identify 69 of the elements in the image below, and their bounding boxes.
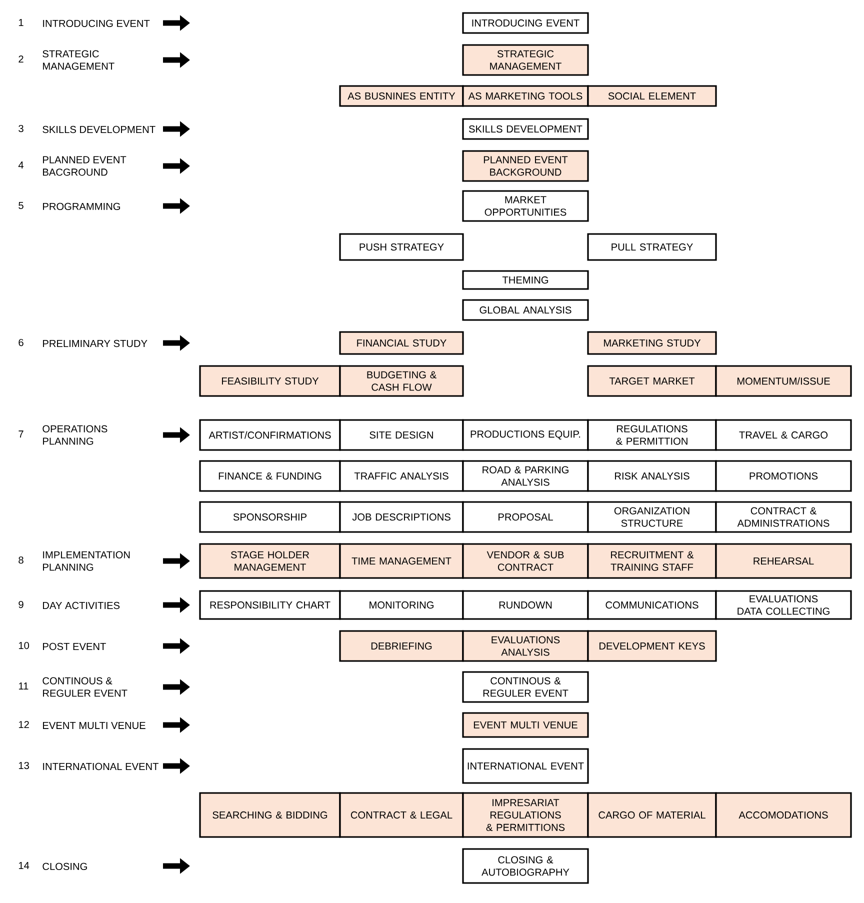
highlighted-box: PLANNED EVENT BACKGROUND	[462, 150, 589, 182]
highlighted-box: ACCOMODATIONS	[715, 792, 852, 838]
process-box: TRAFFIC ANALYSIS	[339, 460, 464, 492]
step-label: 7 OPERATIONS PLANNING	[18, 425, 108, 445]
highlighted-box: MOMENTUM/ISSUE	[715, 365, 852, 397]
highlighted-box: TARGET MARKET	[587, 365, 717, 397]
highlighted-box: BUDGETING & CASH FLOW	[339, 365, 464, 397]
highlighted-box: TIME MANAGEMENT	[339, 543, 464, 579]
process-box: MARKET OPPORTUNITIES	[462, 190, 589, 222]
highlighted-box: DEBRIEFING	[339, 630, 464, 662]
step-label: 6 PRELIMINARY STUDY	[18, 338, 148, 348]
process-box: REGULATIONS & PERMITTION	[587, 419, 717, 451]
highlighted-box: STRATEGIC MANAGEMENT	[462, 44, 589, 76]
step-label: 2 STRATEGIC MANAGEMENT	[18, 50, 114, 70]
highlighted-box: AS MARKETING TOOLS	[462, 85, 589, 107]
highlighted-box: REHEARSAL	[715, 543, 852, 579]
highlighted-box: MARKETING STUDY	[587, 331, 717, 355]
process-box: TRAVEL & CARGO	[715, 419, 852, 451]
process-box: FINANCE & FUNDING	[199, 460, 341, 492]
step-label: 4 PLANNED EVENT BACGROUND	[18, 156, 126, 176]
process-box: CONTINOUS & REGULER EVENT	[462, 671, 589, 703]
highlighted-box: RECRUITMENT & TRAINING STAFF	[587, 543, 717, 579]
process-box: CONTRACT & ADMINISTRATIONS	[715, 501, 852, 533]
process-box: ROAD & PARKING ANALYSIS	[462, 460, 589, 492]
process-box: RESPONSIBILITY CHART	[199, 590, 341, 620]
step-label: 5 PROGRAMMING	[18, 202, 120, 210]
highlighted-box: CONTRACT & LEGAL	[339, 792, 464, 838]
process-box: COMMUNICATIONS	[587, 590, 717, 620]
process-box: EVALUATIONS DATA COLLECTING	[715, 590, 852, 620]
process-box: THEMING	[462, 270, 589, 290]
process-box: PROMOTIONS	[715, 460, 852, 492]
process-box: GLOBAL ANALYSIS	[462, 299, 589, 321]
step-label: 1 INTRODUCING EVENT	[18, 19, 150, 28]
highlighted-box: FEASIBILITY STUDY	[199, 365, 341, 397]
process-box: ARTIST/CONFIRMATIONS	[199, 419, 341, 451]
process-box: RUNDOWN	[462, 590, 589, 620]
highlighted-box: EVENT MULTI VENUE	[462, 712, 589, 738]
step-label: 13 INTERNATIONAL EVENT	[18, 762, 158, 770]
highlighted-box: SEARCHING & BIDDING	[199, 792, 341, 838]
step-label: 3 SKILLS DEVELOPMENT	[18, 124, 156, 134]
process-box: PRODUCTIONS EQUIP.	[462, 419, 589, 451]
process-box: JOB DESCRIPTIONS	[339, 501, 464, 533]
highlighted-box: IMPRESARIAT REGULATIONS & PERMITTIONS	[462, 792, 589, 838]
process-box: INTRODUCING EVENT	[462, 12, 589, 34]
step-label: 14 CLOSING	[18, 862, 87, 870]
highlighted-box: EVALUATIONS ANALYSIS	[462, 630, 589, 662]
step-label: 12 EVENT MULTI VENUE	[18, 720, 146, 730]
highlighted-box: DEVELOPMENT KEYS	[587, 630, 717, 662]
highlighted-box: FINANCIAL STUDY	[339, 331, 464, 355]
step-label: 9 DAY ACTIVITIES	[18, 600, 120, 610]
process-box: PROPOSAL	[462, 501, 589, 533]
process-box: SKILLS DEVELOPMENT	[462, 118, 589, 140]
highlighted-box: VENDOR & SUB CONTRACT	[462, 543, 589, 579]
highlighted-box: SOCIAL ELEMENT	[587, 85, 717, 107]
highlighted-box: CARGO OF MATERIAL	[587, 792, 717, 838]
step-label: 11 CONTINOUS & REGULER EVENT	[18, 677, 128, 697]
process-box: RISK ANALYSIS	[587, 460, 717, 492]
highlighted-box: STAGE HOLDER MANAGEMENT	[199, 543, 341, 579]
highlighted-box: AS BUSNINES ENTITY	[339, 85, 464, 107]
process-box: PUSH STRATEGY	[339, 233, 464, 261]
process-box: PULL STRATEGY	[587, 233, 717, 261]
process-box: SITE DESIGN	[339, 419, 464, 451]
process-box: SPONSORSHIP	[199, 501, 341, 533]
process-box: CLOSING & AUTOBIOGRAPHY	[462, 848, 589, 884]
step-label: 8 IMPLEMENTATION PLANNING	[18, 551, 130, 571]
process-box: ORGANIZATION STRUCTURE	[587, 501, 717, 533]
step-label: 10 POST EVENT	[18, 642, 106, 650]
process-box: MONITORING	[339, 590, 464, 620]
process-box: INTERNATIONAL EVENT	[462, 748, 589, 784]
